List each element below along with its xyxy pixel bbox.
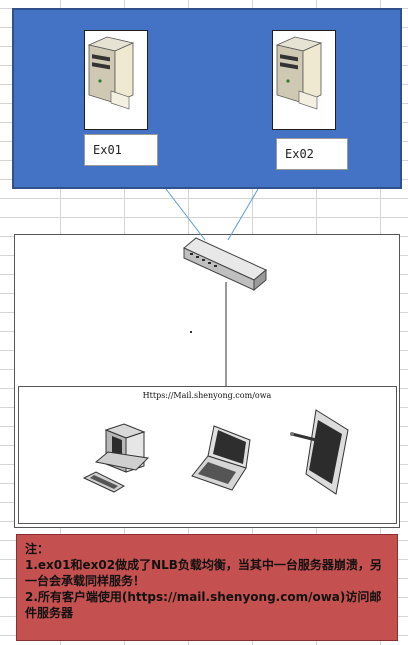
- link-ex01-switch: [165, 188, 206, 241]
- server-icon: [275, 36, 323, 110]
- server-icon: [87, 36, 135, 110]
- laptop-icon: [191, 425, 251, 491]
- server-label-ex01: Ex01: [84, 134, 158, 166]
- owa-url-label: Https://Mail.shenyong.com/owa: [142, 391, 272, 400]
- server-label-text: Ex01: [93, 143, 122, 157]
- note-line-1: 1.ex01和ex02做成了NLB负载均衡，当其中一台服务器崩溃，另一台会承载同…: [25, 558, 382, 588]
- notes-box: 注： 1.ex01和ex02做成了NLB负载均衡，当其中一台服务器崩溃，另一台会…: [16, 534, 398, 641]
- server-label-text: Ex02: [285, 147, 314, 161]
- notes-title: 注：: [25, 542, 50, 556]
- server-ex01[interactable]: [84, 30, 148, 130]
- link-ex02-switch: [227, 188, 259, 241]
- marker-dot: [190, 331, 192, 333]
- note-line-2: 2.所有客户端使用(https://mail.shenyong.com/owa)…: [25, 590, 382, 620]
- server-ex02[interactable]: [272, 30, 336, 130]
- tablet-icon: [290, 409, 349, 495]
- server-label-ex02: Ex02: [276, 138, 348, 170]
- desktop-computer-icon: [82, 423, 150, 493]
- network-switch-icon: [183, 237, 267, 292]
